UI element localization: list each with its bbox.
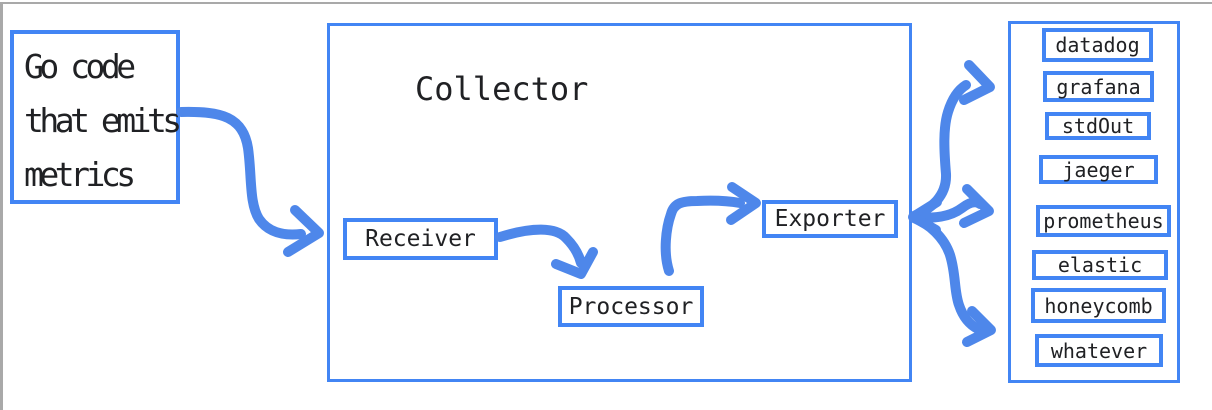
arrow-source-to-receiver — [176, 106, 324, 257]
backend-grafana: grafana — [1043, 71, 1154, 102]
backend-label: jaeger — [1062, 157, 1135, 182]
backend-label: grafana — [1056, 74, 1141, 99]
exporter-label: Exporter — [774, 206, 886, 232]
backend-label: honeycomb — [1044, 293, 1153, 318]
source-box-line: metrics — [24, 155, 136, 194]
processor-box: Processor — [558, 286, 704, 327]
backend-label: whatever — [1050, 338, 1148, 363]
backend-label: elastic — [1057, 253, 1143, 277]
backend-label: prometheus — [1043, 209, 1164, 233]
backends-box: datadog grafana stdOut jaeger prometheus… — [1008, 21, 1180, 383]
arrow-fanout-middle — [909, 184, 994, 228]
backend-prometheus: prometheus — [1036, 205, 1171, 237]
backend-label: datadog — [1055, 33, 1140, 57]
backend-stdout: stdOut — [1045, 112, 1151, 140]
receiver-box: Receiver — [343, 218, 498, 260]
receiver-label: Receiver — [365, 226, 476, 252]
source-box-line: Go code — [24, 47, 136, 86]
backend-honeycomb: honeycomb — [1031, 288, 1166, 323]
processor-label: Processor — [568, 293, 694, 320]
backend-whatever: whatever — [1035, 334, 1163, 367]
backend-datadog: datadog — [1042, 28, 1153, 62]
arrow-fanout-up — [909, 60, 995, 221]
backend-elastic: elastic — [1032, 250, 1168, 280]
arrow-fanout-down — [909, 213, 996, 347]
collector-title: Collector — [415, 70, 589, 108]
backend-jaeger: jaeger — [1039, 155, 1158, 184]
canvas-top-edge — [0, 2, 1212, 4]
source-box: Go code that emits metrics — [10, 30, 182, 204]
arrow-fanout-back-to-exporter — [908, 197, 942, 235]
backend-label: stdOut — [1061, 114, 1135, 138]
exporter-box: Exporter — [762, 200, 898, 238]
source-box-line: that emits — [24, 101, 182, 140]
canvas-left-edge — [0, 2, 3, 410]
